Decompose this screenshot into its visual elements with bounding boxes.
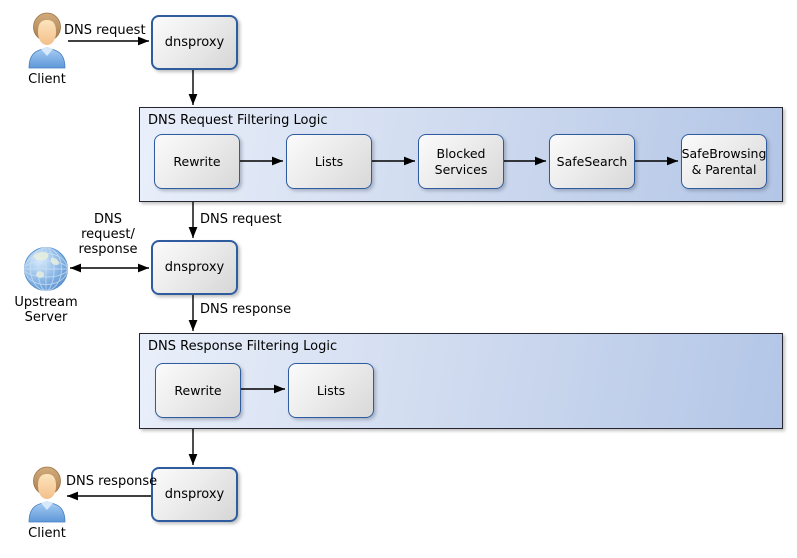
step-rewrite-response: Rewrite — [155, 363, 241, 418]
person-icon — [28, 12, 66, 69]
container-title-request: DNS Request Filtering Logic — [148, 113, 328, 128]
step-blocked-services: Blocked Services — [418, 134, 504, 189]
globe-icon — [24, 247, 68, 291]
edge-label-dns-response: DNS response — [200, 302, 292, 317]
actor-label-client-bottom: Client — [28, 526, 66, 541]
step-lists-response: Lists — [288, 363, 374, 418]
actor-upstream-server: Upstream Server — [6, 246, 86, 326]
container-response-filtering: DNS Response Filtering Logic Rewrite Lis… — [139, 333, 783, 429]
edge-label-filtered-request: DNS request — [200, 212, 282, 227]
actor-client-top: Client — [7, 12, 87, 87]
node-label: dnsproxy — [164, 260, 225, 275]
node-dnsproxy-bottom: dnsproxy — [151, 467, 238, 522]
actor-client-bottom: Client — [7, 466, 87, 541]
person-icon — [28, 466, 66, 523]
actor-label-client-top: Client — [28, 72, 66, 87]
edge-label-upstream-exchange: DNS request/ response — [78, 212, 138, 257]
container-title-response: DNS Response Filtering Logic — [148, 339, 338, 354]
step-safebrowsing-parental: SafeBrowsing & Parental — [681, 134, 767, 189]
step-safesearch: SafeSearch — [549, 134, 635, 189]
container-request-filtering: DNS Request Filtering Logic Rewrite List… — [139, 107, 783, 202]
step-lists: Lists — [286, 134, 372, 189]
actor-label-upstream: Upstream Server — [14, 295, 78, 326]
node-dnsproxy-top: dnsproxy — [151, 15, 238, 70]
node-label: dnsproxy — [164, 35, 225, 50]
step-rewrite: Rewrite — [154, 134, 240, 189]
edge-label-client-request: DNS request — [64, 23, 146, 38]
node-dnsproxy-middle: dnsproxy — [151, 240, 238, 295]
node-label: dnsproxy — [164, 487, 225, 502]
edge-label-client-response: DNS response — [66, 474, 158, 489]
